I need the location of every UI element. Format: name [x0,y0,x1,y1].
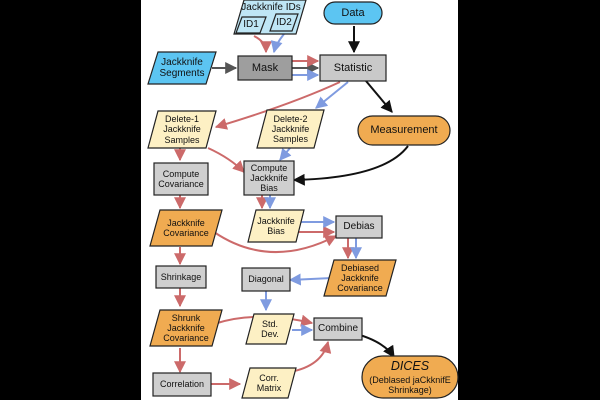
shrunk-covariance-node [149,309,223,347]
id1-node [235,16,267,34]
arrow-debiased-to-diagonal [288,273,333,286]
correlation-node [152,372,212,397]
arrow-delete1-to-bias [207,147,245,173]
arrow-measurement-to-bias [292,145,409,186]
delete-2-samples-node [256,109,325,149]
diagonal-node [241,267,291,292]
id2-node [269,13,299,32]
delete-1-samples-node [147,110,217,149]
arrow-statistic-to-delete2 [315,81,349,109]
mask-node [237,55,293,81]
arrow-statistic-to-delete1 [214,81,341,130]
jackknife-segments-node [147,51,217,85]
dices-node [361,355,459,399]
debias-node [335,215,383,239]
statistic-node [319,54,387,82]
arrow-jkcov-to-debias [213,231,338,253]
corr-matrix-node [241,367,297,399]
jackknife-covariance-node [149,209,223,247]
combine-node [313,317,363,341]
arrow-delete2-to-bias [279,147,292,161]
arrow-statistic-to-measurement [365,80,393,113]
arrow-id2-to-mask [270,33,285,54]
compute-bias-node [243,160,295,196]
shrinkage-node [155,265,207,289]
data-node [323,1,383,25]
jackknife-bias-node [247,209,305,243]
compute-covariance-node [153,162,209,196]
std-dev-node [245,313,295,345]
arrow-id1-to-mask [253,35,272,54]
measurement-node [357,115,451,146]
debiased-covariance-node [323,259,397,297]
